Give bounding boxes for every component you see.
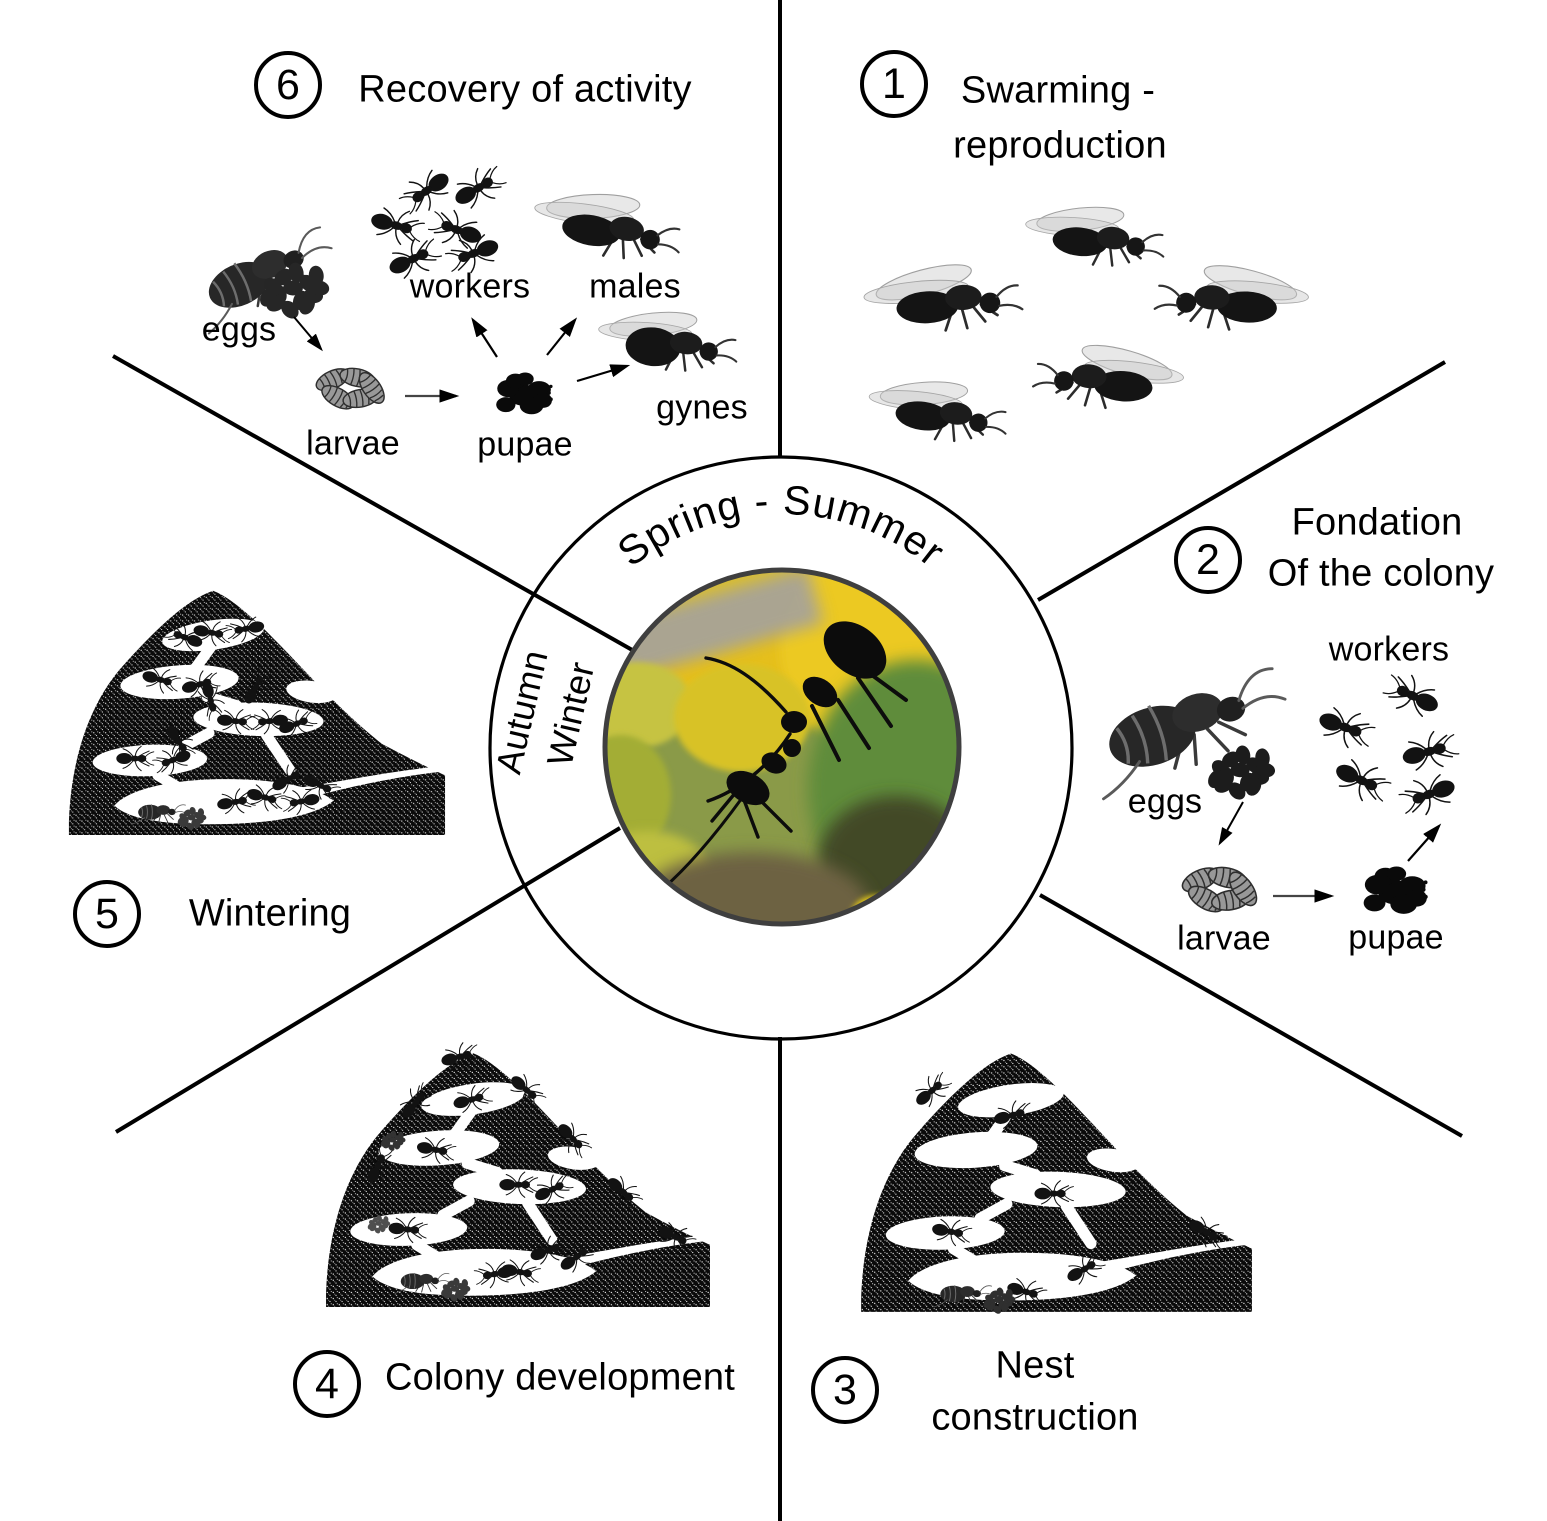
stage2-label-pupae: pupae <box>1348 918 1444 957</box>
stage6-label-males: males <box>589 267 681 306</box>
swarming-winged-ants-illustration <box>863 206 1309 443</box>
stage-6-number: 6 <box>276 60 300 109</box>
stage2-label-larvae: larvae <box>1177 919 1271 958</box>
section-divider-lines <box>112 0 1463 1521</box>
stage-6-title: Recovery of activity <box>358 68 692 111</box>
photo-ant-silhouettes <box>639 621 908 908</box>
stage-1-number: 1 <box>882 59 906 108</box>
stage-3-title-line-1: Nest <box>995 1344 1075 1387</box>
stage-3-title-line-2: construction <box>931 1396 1139 1439</box>
stage-5-badge: 5 <box>73 880 141 948</box>
stage6-label-eggs: eggs <box>201 310 277 349</box>
stage-6-badge: 6 <box>254 51 322 119</box>
stage6-label-workers: workers <box>409 267 531 306</box>
nest-colony-development-illustration <box>326 1042 710 1307</box>
stage-4-badge: 4 <box>293 1350 361 1418</box>
stage-1-badge: 1 <box>860 50 928 118</box>
season-ring-circle <box>488 455 1074 1041</box>
stage6-label-larvae: larvae <box>306 424 400 463</box>
stage2-brood-cycle-illustration <box>1102 667 1460 914</box>
stage-1-title-line-1: Swarming - <box>960 69 1156 112</box>
stage-4-title: Colony development <box>384 1356 736 1399</box>
stage2-label-workers: workers <box>1328 630 1450 669</box>
stage6-label-pupae: pupae <box>477 425 573 464</box>
divider-lower-left <box>114 826 622 1134</box>
season-arc-label: Spring - Summer <box>609 477 954 576</box>
stage-1-title-line-2: reproduction <box>953 124 1167 167</box>
stage-2-title-line-2: Of the colony <box>1267 552 1495 595</box>
nest-construction-illustration <box>861 1053 1252 1314</box>
stage-2-title-line-1: Fondation <box>1291 501 1463 544</box>
stage2-label-eggs: eggs <box>1127 782 1203 821</box>
stage-3-number: 3 <box>833 1365 857 1414</box>
divider-upper-left <box>112 354 635 653</box>
stage6-brood-cycle-illustration <box>207 165 738 415</box>
nest-wintering-illustration <box>68 590 446 836</box>
stage6-label-gynes: gynes <box>656 388 748 427</box>
stage-4-number: 4 <box>315 1359 339 1408</box>
stage-2-badge: 2 <box>1174 526 1242 594</box>
stage-3-badge: 3 <box>811 1356 879 1424</box>
divider-lower-right <box>1039 893 1463 1138</box>
stage-5-title: Wintering <box>188 892 352 935</box>
stage-5-number: 5 <box>95 889 119 938</box>
stage-2-number: 2 <box>1196 535 1220 584</box>
photo-border-circle <box>602 567 962 927</box>
divider-upper-right <box>1036 360 1447 602</box>
